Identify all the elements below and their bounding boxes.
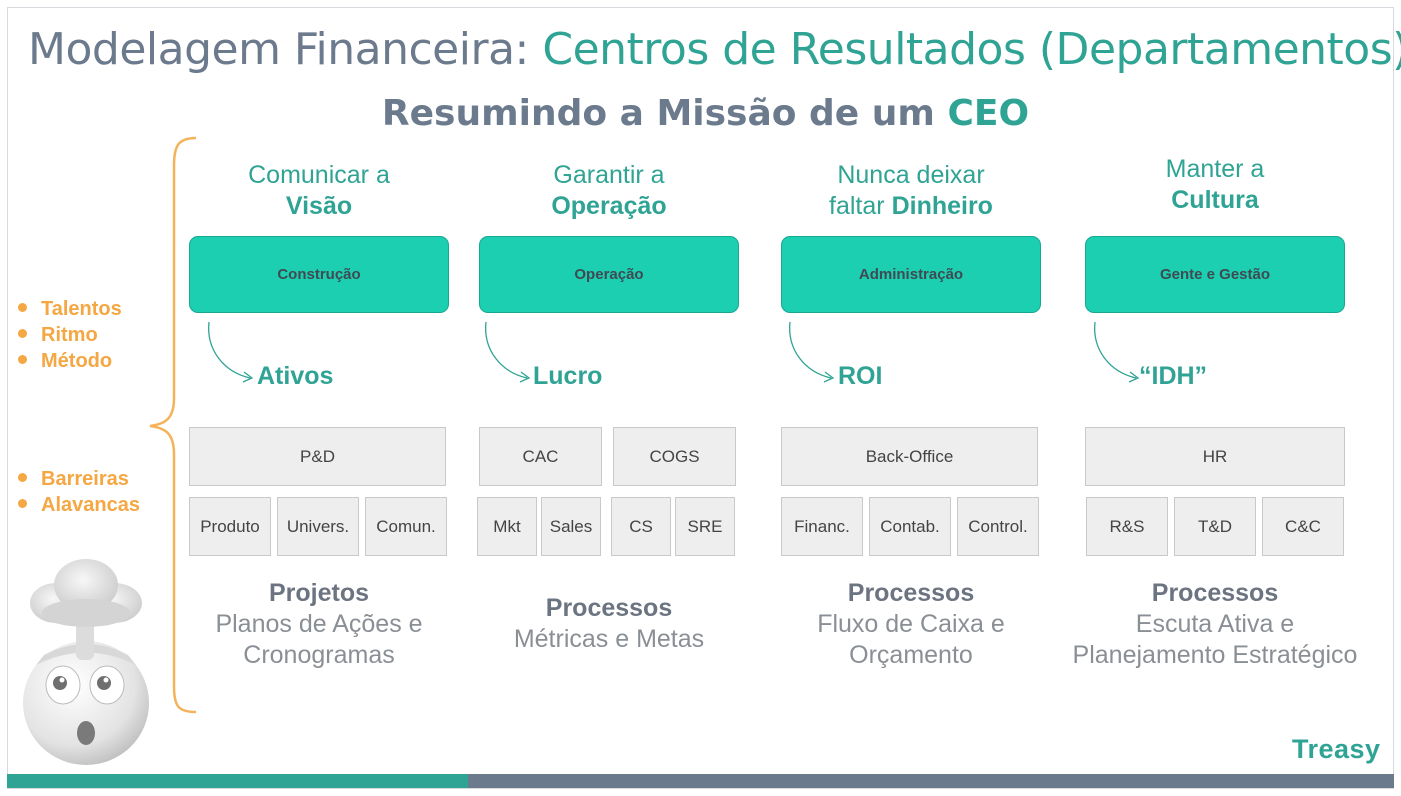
bottom-line-1: Fluxo de Caixa e [817,610,1005,638]
bullet-item: Alavancas [18,492,140,518]
sub-area-box: Produto [189,497,271,556]
bottom-line-1: Planos de Ações e [215,610,423,638]
mission-keyword: Visão [285,192,353,220]
mission-line-2: Visão [169,191,469,222]
curved-arrow-icon [1094,321,1140,383]
sub-area-box: Control. [957,497,1039,556]
result-label: Lucro [533,362,603,390]
sub-area-box: R&S [1086,497,1168,556]
curved-arrow-icon [208,321,254,383]
curly-brace-icon [149,136,197,714]
department-box: Gente e Gestão [1085,236,1345,313]
mission-line-2: Operação [459,191,759,222]
bullet-item: Barreiras [18,466,140,492]
mission-text: Manter a Cultura [1065,154,1365,216]
bottom-title: Processos [1151,579,1279,607]
subtitle-part1: Resumindo a Missão de um [381,93,948,134]
sub-area-box: Sales [541,497,601,556]
sub-area-box: Univers. [277,497,359,556]
bullet-dot-icon [18,355,27,364]
bullet-item: Método [18,348,122,374]
bullet-dot-icon [18,473,27,482]
mission-line-1: Manter a [1165,155,1265,183]
curved-arrow-icon [789,321,835,383]
mission-line-2: Cultura [1065,185,1365,216]
bottom-line-2: Planejamento Estratégico [1072,641,1358,669]
treasy-logo: Treasy [1292,734,1381,764]
title-part2: Centros de Resultados (Departamentos) [542,24,1401,75]
mission-text: Garantir a Operação [459,160,759,222]
result-label: “IDH” [1139,362,1208,390]
department-box: Construção [189,236,449,313]
bottom-line-1: Métricas e Metas [513,625,705,653]
result-label: Ativos [257,362,334,390]
area-box: COGS [613,427,736,486]
page-title: Modelagem Financeira: Centros de Resulta… [28,24,1401,76]
area-box: CAC [479,427,602,486]
sub-area-box: CS [611,497,671,556]
area-box: Back-Office [781,427,1038,486]
subtitle-part2: CEO [947,93,1030,134]
bottom-title: Projetos [268,579,370,607]
page-subtitle: Resumindo a Missão de um CEO [0,92,1401,136]
result-label: ROI [838,362,883,390]
bullet-group-1: Talentos Ritmo Método [18,296,122,374]
mission-keyword: Operação [551,192,667,220]
sub-area-box: Contab. [869,497,951,556]
bottom-line-2: Orçamento [849,641,973,669]
sub-area-box: T&D [1174,497,1256,556]
mind-blown-emoji-icon [23,559,149,765]
bullet-item: Talentos [18,296,122,322]
mission-text: Comunicar a Visão [169,160,469,222]
title-part1: Modelagem Financeira: [28,24,543,75]
bullet-dot-icon [18,303,27,312]
bottom-line-2: Cronogramas [243,641,395,669]
department-box: Operação [479,236,739,313]
curved-arrow-icon [485,321,531,383]
bottom-line-1: Escuta Ativa e [1135,610,1295,638]
sub-area-box: Comun. [365,497,447,556]
mission-line-1: Nunca deixar [837,161,985,189]
bullet-dot-icon [18,499,27,508]
slide-frame [7,7,1394,789]
sub-area-box: SRE [675,497,735,556]
mission-keyword: Cultura [1171,186,1259,214]
mission-line-1: Garantir a [553,161,665,189]
bullet-item: Ritmo [18,322,122,348]
mission-keyword: Dinheiro [891,192,993,220]
area-box: P&D [189,427,446,486]
footer-bar-teal [7,774,468,788]
sub-area-box: C&C [1262,497,1344,556]
mission-line-1: Comunicar a [248,161,390,189]
area-box: HR [1085,427,1345,486]
sub-area-box: Mkt [477,497,537,556]
bottom-title: Processos [545,594,673,622]
mission-prefix: faltar [829,192,892,220]
bottom-title: Processos [847,579,975,607]
mission-line-2: faltar Dinheiro [761,191,1061,222]
bullet-dot-icon [18,329,27,338]
footer-bar-gray [468,774,1394,788]
sub-area-box: Financ. [781,497,863,556]
bullet-group-2: Barreiras Alavancas [18,466,140,518]
department-box: Administração [781,236,1041,313]
